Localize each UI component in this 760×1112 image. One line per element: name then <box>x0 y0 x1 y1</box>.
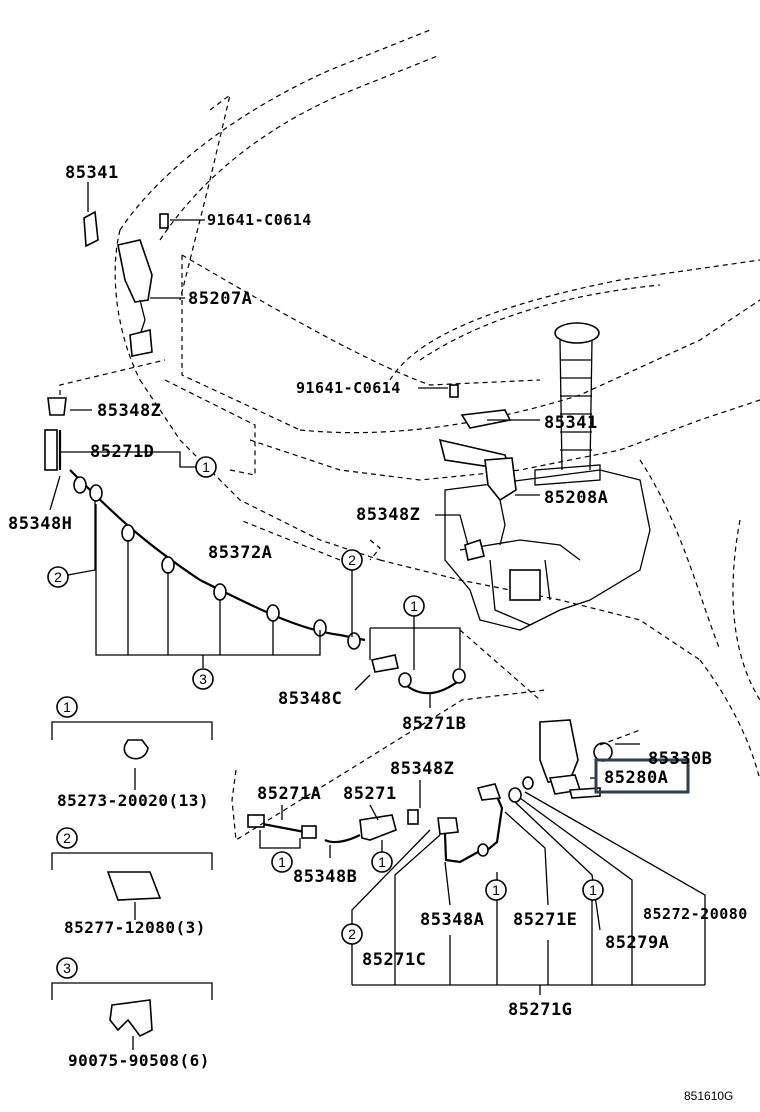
callout-1-joint: 1 <box>403 595 425 617</box>
leader-lines <box>49 182 706 995</box>
label-85271A[interactable]: 85271A <box>257 784 321 804</box>
label-85341-top[interactable]: 85341 <box>65 163 119 183</box>
label-85348Z-left[interactable]: 85348Z <box>97 401 161 421</box>
label-85279A[interactable]: 85279A <box>605 933 669 953</box>
washer-nozzle-right <box>438 384 517 561</box>
callout-2-legend: 2 <box>56 827 78 849</box>
label-91641-top[interactable]: 91641-C0614 <box>207 211 312 229</box>
callout-1-legend: 1 <box>56 696 78 718</box>
label-legend-2[interactable]: 85277-12080(3) <box>64 918 206 937</box>
filler-neck <box>534 322 601 486</box>
label-85271E[interactable]: 85271E <box>513 910 577 930</box>
svg-text:2: 2 <box>63 830 71 846</box>
label-85271G[interactable]: 85271G <box>508 1000 572 1020</box>
svg-text:1: 1 <box>278 854 286 870</box>
label-85348B[interactable]: 85348B <box>293 867 357 887</box>
svg-text:2: 2 <box>54 569 62 585</box>
svg-text:1: 1 <box>589 882 597 898</box>
callout-1-lower-b: 1 <box>371 851 393 873</box>
svg-text:3: 3 <box>199 671 207 687</box>
callout-1-lower-d: 1 <box>582 879 604 901</box>
svg-text:1: 1 <box>202 459 210 475</box>
label-85348Z-low[interactable]: 85348Z <box>390 759 454 779</box>
svg-text:1: 1 <box>410 598 418 614</box>
label-85348H[interactable]: 85348H <box>8 514 72 534</box>
washer-tank <box>444 469 651 631</box>
part-labels: 85341 91641-C0614 85207A 91641-C0614 853… <box>8 163 748 1103</box>
hose-85372A <box>44 429 366 650</box>
callout-markers: 1 2 2 3 1 1 2 3 <box>47 456 604 979</box>
label-85348Z-mid[interactable]: 85348Z <box>356 505 420 525</box>
label-85271C[interactable]: 85271C <box>362 950 426 970</box>
callout-2-mid: 2 <box>341 549 363 571</box>
label-85271[interactable]: 85271 <box>343 784 397 804</box>
washer-pump <box>522 719 613 799</box>
legend-protector-icon <box>106 871 162 901</box>
label-85280A[interactable]: 85280A <box>604 768 668 788</box>
figure-code: 851610G <box>684 1089 733 1103</box>
washer-nozzle-left <box>47 210 169 416</box>
legend-clip-icon <box>123 739 149 760</box>
callout-3-legend: 3 <box>56 957 78 979</box>
label-85330B[interactable]: 85330B <box>648 749 712 769</box>
label-85207A[interactable]: 85207A <box>188 289 252 309</box>
svg-text:1: 1 <box>63 699 71 715</box>
label-85341-right[interactable]: 85341 <box>544 413 598 433</box>
label-85208A[interactable]: 85208A <box>544 488 608 508</box>
label-legend-1[interactable]: 85273-20020(13) <box>57 791 209 810</box>
label-85372A[interactable]: 85372A <box>208 543 272 563</box>
hose-85271B <box>371 654 466 695</box>
label-85272[interactable]: 85272-20080 <box>643 905 748 923</box>
legend-clamp-icon <box>109 999 153 1038</box>
label-85348C[interactable]: 85348C <box>278 689 342 709</box>
car-body-outline <box>114 29 760 781</box>
svg-text:2: 2 <box>348 926 356 942</box>
label-85348A[interactable]: 85348A <box>420 910 484 930</box>
svg-text:3: 3 <box>63 960 71 976</box>
selected-part-highlight <box>594 758 690 794</box>
svg-text:2: 2 <box>348 552 356 568</box>
callout-2-lower: 2 <box>341 923 363 945</box>
callout-2-left: 2 <box>47 566 69 588</box>
callout-1-lower-c: 1 <box>485 879 507 901</box>
callout-1-lower-a: 1 <box>271 851 293 873</box>
svg-text:1: 1 <box>378 854 386 870</box>
label-85271D[interactable]: 85271D <box>90 442 154 462</box>
label-legend-3[interactable]: 90075-90508(6) <box>68 1051 210 1070</box>
legend-brackets <box>51 721 213 1050</box>
lower-hoses <box>247 783 522 864</box>
callout-1-hose-left: 1 <box>195 456 217 478</box>
label-91641-mid[interactable]: 91641-C0614 <box>296 379 401 397</box>
callout-3-hose: 3 <box>192 668 214 690</box>
svg-text:1: 1 <box>492 882 500 898</box>
label-85271B[interactable]: 85271B <box>402 714 466 734</box>
